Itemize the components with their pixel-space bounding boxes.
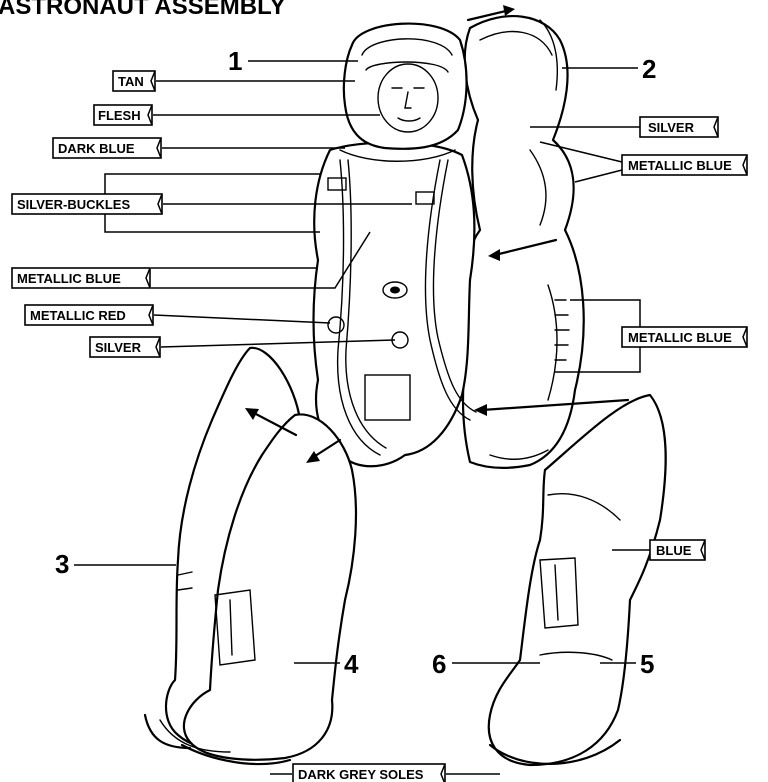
- part-number-2: 2: [562, 54, 656, 84]
- callout-flesh: FLESH: [94, 105, 380, 125]
- svg-text:1: 1: [228, 46, 242, 76]
- svg-text:METALLIC BLUE: METALLIC BLUE: [628, 330, 732, 345]
- suit-torso-drawing: [314, 142, 477, 466]
- svg-text:METALLIC BLUE: METALLIC BLUE: [17, 271, 121, 286]
- callout-dark-grey-soles: DARK GREY SOLES: [270, 764, 500, 782]
- part-number-3: 3: [55, 549, 176, 579]
- svg-text:METALLIC BLUE: METALLIC BLUE: [628, 158, 732, 173]
- svg-text:SILVER: SILVER: [648, 120, 695, 135]
- svg-text:2: 2: [642, 54, 656, 84]
- svg-text:3: 3: [55, 549, 69, 579]
- svg-text:DARK BLUE: DARK BLUE: [58, 141, 135, 156]
- svg-text:6: 6: [432, 649, 446, 679]
- diagram-title: ASTRONAUT ASSEMBLY: [0, 0, 286, 20]
- svg-text:METALLIC RED: METALLIC RED: [30, 308, 126, 323]
- callout-dark-blue: DARK BLUE: [53, 138, 345, 158]
- svg-text:FLESH: FLESH: [98, 108, 141, 123]
- helmet-head-drawing: [344, 24, 467, 149]
- svg-text:BLUE: BLUE: [656, 543, 692, 558]
- svg-text:SILVER-BUCKLES: SILVER-BUCKLES: [17, 197, 130, 212]
- backpack-drawing: [463, 16, 584, 468]
- part-number-1: 1: [228, 46, 358, 76]
- svg-text:4: 4: [344, 649, 359, 679]
- svg-text:SILVER: SILVER: [95, 340, 142, 355]
- callout-metallic-red: METALLIC RED: [25, 305, 330, 325]
- svg-text:5: 5: [640, 649, 654, 679]
- svg-text:TAN: TAN: [118, 74, 144, 89]
- svg-text:DARK GREY SOLES: DARK GREY SOLES: [298, 767, 424, 782]
